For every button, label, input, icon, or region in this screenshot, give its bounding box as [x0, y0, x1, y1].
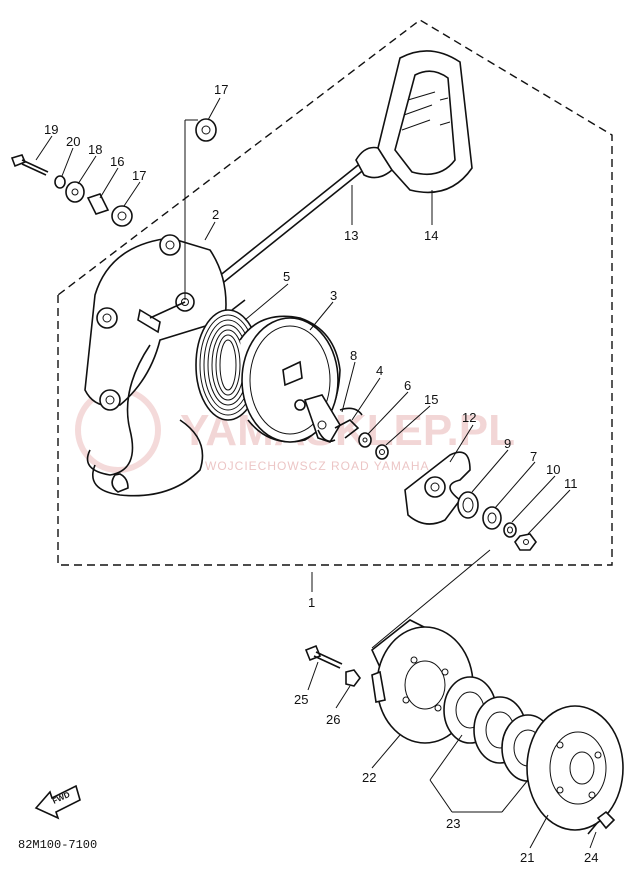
callout-4: 4 [376, 363, 383, 378]
callout-20: 20 [66, 134, 80, 149]
callout-2: 2 [212, 207, 219, 222]
callout-8: 8 [350, 348, 357, 363]
callout-23: 23 [446, 816, 460, 831]
callout-15: 15 [424, 392, 438, 407]
callout-21: 21 [520, 850, 534, 865]
callout-6: 6 [404, 378, 411, 393]
starter-handle-assembly [207, 50, 473, 291]
callout-24: 24 [584, 850, 598, 865]
mount-bolt-set [10, 118, 217, 227]
callout-10: 10 [546, 462, 560, 477]
callout-12: 12 [462, 410, 476, 425]
callout-11: 11 [564, 476, 578, 491]
callout-3: 3 [330, 288, 337, 303]
callout-22: 22 [362, 770, 376, 785]
callout-17b: 17 [132, 168, 146, 183]
friction-spring-stack [457, 491, 537, 551]
callout-26: 26 [326, 712, 340, 727]
callout-19: 19 [44, 122, 58, 137]
callout-17a: 17 [214, 82, 228, 97]
fwd-arrow-icon: FWD [34, 784, 81, 820]
assembly-outline [57, 19, 613, 566]
callout-7: 7 [530, 449, 537, 464]
watermark-line2: WOJCIECHOWSCZ ROAD YAMAHA [205, 459, 430, 473]
callout-25: 25 [294, 692, 308, 707]
callout-1: 1 [308, 595, 315, 610]
callouts: 1 2 3 4 5 6 7 8 9 10 11 12 13 14 15 16 1… [44, 82, 598, 865]
starter-case-plate [84, 234, 227, 497]
callout-18: 18 [88, 142, 102, 157]
ratchet-guide-plate [404, 451, 471, 525]
callout-5: 5 [283, 269, 290, 284]
washer-and-nut-small [358, 432, 389, 460]
callout-14: 14 [424, 228, 438, 243]
leader-lines [35, 97, 597, 849]
callout-16: 16 [110, 154, 124, 169]
lower-drive-assembly [304, 619, 624, 835]
callout-13: 13 [344, 228, 358, 243]
diagram-code: 82M100-7100 [18, 838, 97, 852]
callout-9: 9 [504, 436, 511, 451]
